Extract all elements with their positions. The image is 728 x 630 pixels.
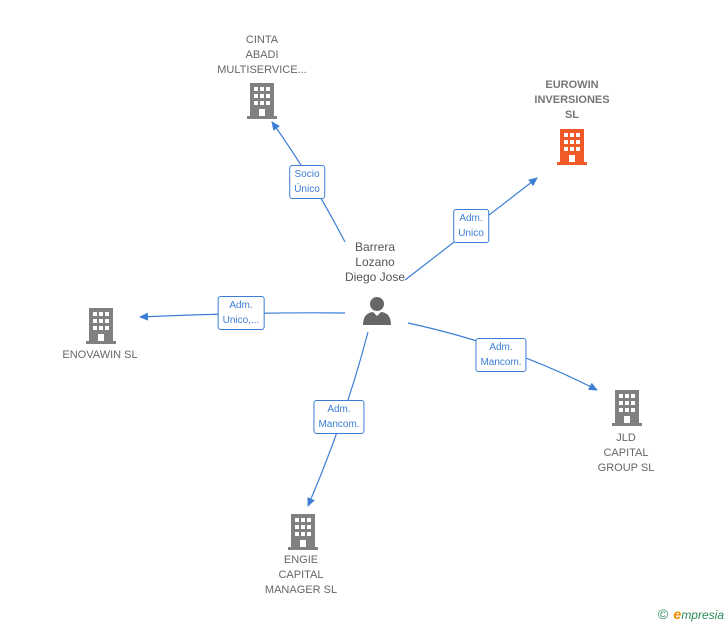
person-icon[interactable]	[362, 296, 392, 326]
relation-label-line: Socio	[294, 169, 320, 180]
person-label[interactable]: Barrera Lozano Diego Jose	[345, 240, 405, 285]
brand-logo-letter: e	[673, 606, 682, 622]
company-name-line: ENOVAWIN SL	[62, 349, 138, 361]
relation-label-line: Adm.	[489, 342, 513, 353]
brand-logo-text: mpresia	[681, 608, 724, 622]
company-label-engie[interactable]: ENGIE CAPITAL MANAGER SL	[265, 553, 337, 598]
relation-label-line: Adm.	[327, 404, 351, 415]
person-name-line: Barrera	[354, 240, 396, 254]
building-icon[interactable]	[557, 129, 587, 165]
company-name-line: CINTA	[245, 34, 279, 46]
copyright-icon: ©	[657, 606, 669, 622]
brand-footer[interactable]: © empresia	[658, 606, 724, 622]
company-label-eurowin[interactable]: EUROWIN INVERSIONES SL	[534, 78, 609, 123]
building-icon[interactable]	[247, 83, 277, 119]
company-name-line: ENGIE	[283, 554, 319, 566]
company-name-line: EUROWIN	[545, 79, 599, 91]
company-name-line: MANAGER SL	[264, 584, 338, 596]
relation-label-jld[interactable]: Adm. Mancom.	[475, 338, 527, 372]
relation-label-cinta[interactable]: Socio Único	[289, 165, 325, 199]
person-name-line: Lozano	[355, 255, 395, 269]
company-label-jld[interactable]: JLD CAPITAL GROUP SL	[598, 431, 655, 476]
relation-label-line: Unico,...	[222, 315, 260, 326]
building-icon[interactable]	[86, 308, 116, 344]
company-name-line: MULTISERVICE...	[217, 64, 307, 76]
company-name-line: SL	[564, 109, 580, 121]
company-name-line: CAPITAL	[603, 447, 649, 459]
relation-label-engie[interactable]: Adm. Mancom.	[313, 400, 365, 434]
relation-label-line: Adm.	[459, 213, 483, 224]
company-label-enovawin[interactable]: ENOVAWIN SL	[62, 348, 137, 363]
company-name-line: CAPITAL	[278, 569, 324, 581]
building-icon[interactable]	[612, 390, 642, 426]
company-name-line: ABADI	[245, 49, 279, 61]
relation-label-line: Único	[294, 184, 320, 195]
company-name-line: JLD	[616, 432, 636, 444]
relation-label-line: Adm.	[229, 300, 253, 311]
company-label-cinta[interactable]: CINTA ABADI MULTISERVICE...	[217, 33, 306, 78]
relation-label-line: Mancom.	[318, 419, 360, 430]
company-name-line: INVERSIONES	[534, 94, 610, 106]
relation-label-enovawin[interactable]: Adm. Unico,...	[217, 296, 265, 330]
relation-label-line: Unico	[458, 228, 484, 239]
person-name-line: Diego Jose	[344, 270, 406, 284]
relation-label-eurowin[interactable]: Adm. Unico	[453, 209, 489, 243]
building-icon[interactable]	[288, 514, 318, 550]
company-name-line: GROUP SL	[597, 462, 655, 474]
relation-label-line: Mancom.	[480, 357, 522, 368]
